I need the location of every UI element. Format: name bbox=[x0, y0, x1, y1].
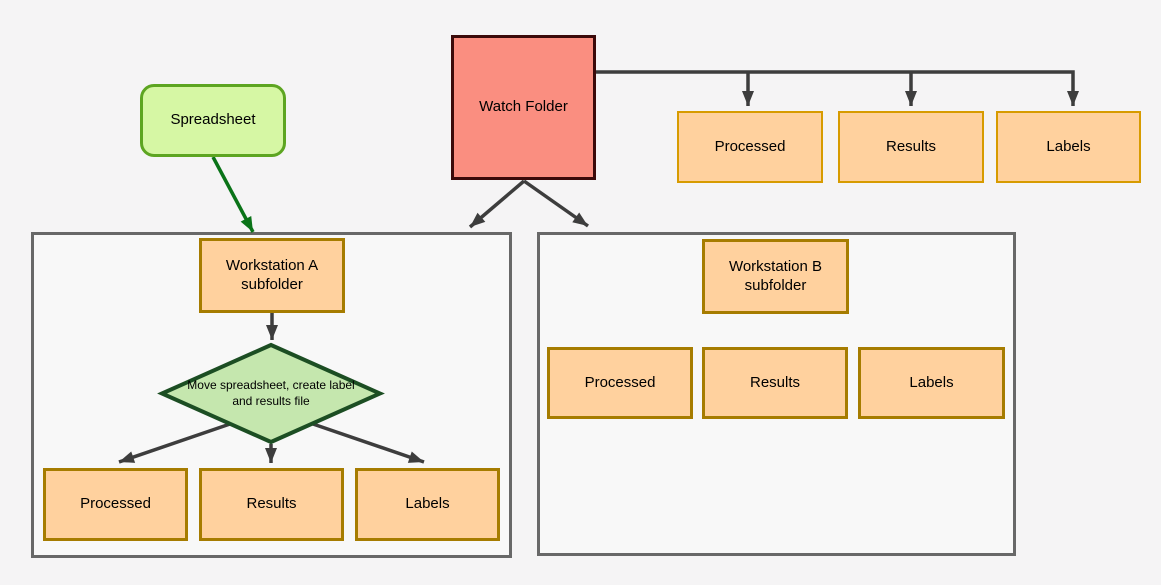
top-labels-node[interactable]: Labels bbox=[996, 111, 1141, 183]
wsb-results-node[interactable]: Results bbox=[702, 347, 848, 419]
wsa-labels-node[interactable]: Labels bbox=[355, 468, 500, 541]
wsb-processed-node[interactable]: Processed bbox=[547, 347, 693, 419]
top-results-node[interactable]: Results bbox=[838, 111, 984, 183]
edge-watchfolder-to-top-labels bbox=[596, 70, 1079, 106]
decision-label: Move spreadsheet, create label and resul… bbox=[187, 377, 355, 408]
wsa-results-node[interactable]: Results bbox=[199, 468, 344, 541]
edge-watchfolder-to-workstation-b bbox=[522, 179, 590, 228]
spreadsheet-node[interactable]: Spreadsheet bbox=[140, 84, 286, 157]
wsb-labels-node[interactable]: Labels bbox=[858, 347, 1005, 419]
wsa-processed-node[interactable]: Processed bbox=[43, 468, 188, 541]
edge-spreadsheet-to-workstation-a bbox=[211, 156, 255, 233]
top-processed-node[interactable]: Processed bbox=[677, 111, 823, 183]
watch-folder-node[interactable]: Watch Folder bbox=[451, 35, 596, 180]
edge-watchfolder-to-workstation-a bbox=[468, 179, 526, 229]
workstation-a-subfolder-node[interactable]: Workstation A subfolder bbox=[199, 238, 345, 313]
workstation-b-subfolder-node[interactable]: Workstation B subfolder bbox=[702, 239, 849, 314]
